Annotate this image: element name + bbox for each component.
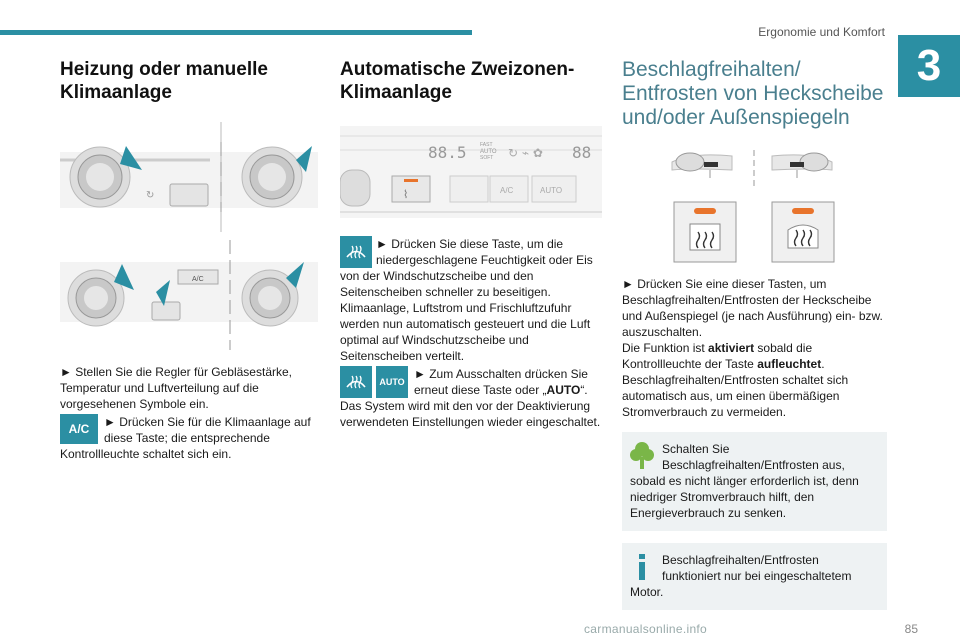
status-bold-lit: aufleuchtet xyxy=(757,357,822,371)
heading-rear-defrost: Beschlagfreihalten/ Entfrosten von Hecks… xyxy=(622,58,884,129)
panel-display-left: 88.5 xyxy=(428,143,467,162)
windshield-defrost-icon xyxy=(340,236,372,268)
rear-defrost-buttons-figure xyxy=(673,201,835,263)
panel-ac-button: A/C xyxy=(500,186,514,195)
status-pre: Die Funktion ist xyxy=(622,341,709,355)
panel-auto-button: AUTO xyxy=(540,186,562,195)
chapter-tab: 3 xyxy=(898,35,960,97)
auto-step-2-post: “. xyxy=(580,383,588,397)
auto-step-1-detail: Klimaanlage, Luftstrom und Frischluftzuf… xyxy=(340,301,591,363)
manual-dials-figure-1: ↻ xyxy=(60,122,318,232)
eco-note-text: Schalten Sie Beschlagfreihalten/Entfrost… xyxy=(630,442,859,520)
panel-fast-label: FAST xyxy=(480,142,493,148)
auto-step-2: ► Zum Ausschalten drücken Sie erneut die… xyxy=(340,366,605,398)
status-mid: sobald die Kontrollleuchte der Taste xyxy=(622,341,813,371)
status-post: . xyxy=(821,357,825,371)
auto-step-2-detail: Das System wird mit den vor der Deaktivi… xyxy=(340,399,601,429)
rear-defrost-step-1: ► Drücken Sie eine dieser Tasten, um Bes… xyxy=(622,277,883,339)
eco-note: Schalten Sie Beschlagfreihalten/Entfrost… xyxy=(622,432,887,531)
column-auto-climate: Automatische Zweizonen-Klimaanlage 88.5 … xyxy=(340,58,605,430)
eco-tree-icon xyxy=(630,441,654,471)
auto-step-1: ► Drücken Sie diese Taste, um die nieder… xyxy=(340,237,593,299)
rear-defrost-auto-off: Beschlagfreihalten/Entfrosten schaltet s… xyxy=(622,373,849,419)
ac-button-icon: A/C xyxy=(60,414,98,444)
rear-defrost-status: Die Funktion ist aktiviert sobald die Ko… xyxy=(622,340,887,372)
page-number: 85 xyxy=(904,622,918,636)
steering-wheel-positions-figure xyxy=(671,150,833,186)
heading-auto-climate: Automatische Zweizonen-Klimaanlage xyxy=(340,59,575,103)
heading-manual-climate: Heizung oder manuelle Klimaanlage xyxy=(60,59,268,103)
auto-step-2-bold: AUTO xyxy=(546,383,581,397)
auto-button-icon: AUTO xyxy=(376,366,408,398)
info-note-text: Beschlagfreihalten/Entfrosten funktionie… xyxy=(630,553,852,599)
panel-display-right: 88 xyxy=(572,143,591,162)
auto-step-2-pre: ► Zum Ausschalten drücken Sie erneut die… xyxy=(414,367,588,397)
info-icon xyxy=(630,552,654,582)
section-title: Ergonomie und Komfort xyxy=(758,25,885,39)
manual-dials-figure-2: A/C xyxy=(60,240,318,350)
svg-text:↻: ↻ xyxy=(146,190,154,201)
manual-step-2: ► Drücken Sie für die Klimaanlage auf di… xyxy=(60,415,311,461)
panel-soft-label: SOFT xyxy=(480,155,493,161)
manual-step-1: ► Stellen Sie die Regler für Gebläsestär… xyxy=(60,365,292,411)
panel-ac-label: A/C xyxy=(192,276,204,283)
watermark: carmanualsonline.info xyxy=(584,622,708,636)
svg-text:↻ ⌁ ✿: ↻ ⌁ ✿ xyxy=(508,146,543,160)
column-rear-defrost: Beschlagfreihalten/ Entfrosten von Hecks… xyxy=(622,58,887,610)
panel-auto-label: AUTO xyxy=(480,149,497,155)
column-manual-climate: Heizung oder manuelle Klimaanlage ↻ A/C … xyxy=(60,58,322,462)
svg-text:⌇: ⌇ xyxy=(403,188,408,201)
status-bold-activated: aktiviert xyxy=(708,341,755,355)
top-accent-bar xyxy=(0,30,472,35)
auto-climate-panel-figure: 88.5 FAST AUTO SOFT ↻ ⌁ ✿ 88 ⌇ A/C AUTO xyxy=(340,126,602,218)
info-note: Beschlagfreihalten/Entfrosten funktionie… xyxy=(622,543,887,610)
windshield-defrost-icon-2 xyxy=(340,366,372,398)
